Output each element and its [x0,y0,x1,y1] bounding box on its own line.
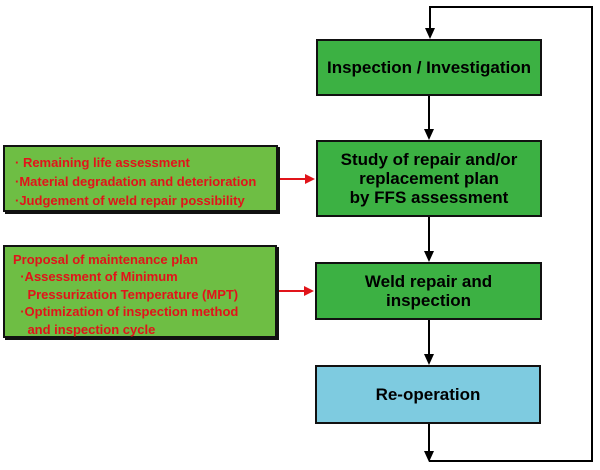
feedback-loop-line [425,6,593,462]
arrow-reoperation-to-loop [424,424,434,462]
flow-node-study-label: Study of repair and/or replacement plan … [340,149,518,208]
flow-node-inspection-label: Inspection / Investigation [326,57,532,77]
arrow-note2-to-weld [277,286,314,296]
note-box-maintenance-plan: Proposal of maintenance plan ·Assessment… [3,245,277,338]
note-line: ·Optimization of inspection method [13,304,239,320]
note-line: ·Assessment of Minimum [13,269,178,285]
flow-node-weld-repair: Weld repair and inspection [315,262,542,320]
note-line: ·Material degradation and deterioration [15,174,257,189]
note-line: · Remaining life assessment [15,155,190,170]
note-line: ·Judgement of weld repair possibility [15,193,245,208]
arrow-note1-to-study [278,174,315,184]
flow-node-reoperation: Re-operation [315,365,541,424]
flow-node-inspection: Inspection / Investigation [316,39,542,96]
note-box-ffs-assessment: · Remaining life assessment ·Material de… [3,145,278,212]
flow-node-reoperation-label: Re-operation [375,384,481,404]
note-line: Pressurization Temperature (MPT) [13,286,239,302]
arrow-inspection-to-study [424,96,434,140]
flow-node-study: Study of repair and/or replacement plan … [316,140,542,217]
note-line: Proposal of maintenance plan [13,252,198,267]
arrow-study-to-weld [424,217,434,262]
note-line: and inspection cycle [13,321,156,337]
flow-node-weld-repair-label: Weld repair and inspection [364,271,493,310]
arrow-weld-to-reoperation [424,320,434,365]
